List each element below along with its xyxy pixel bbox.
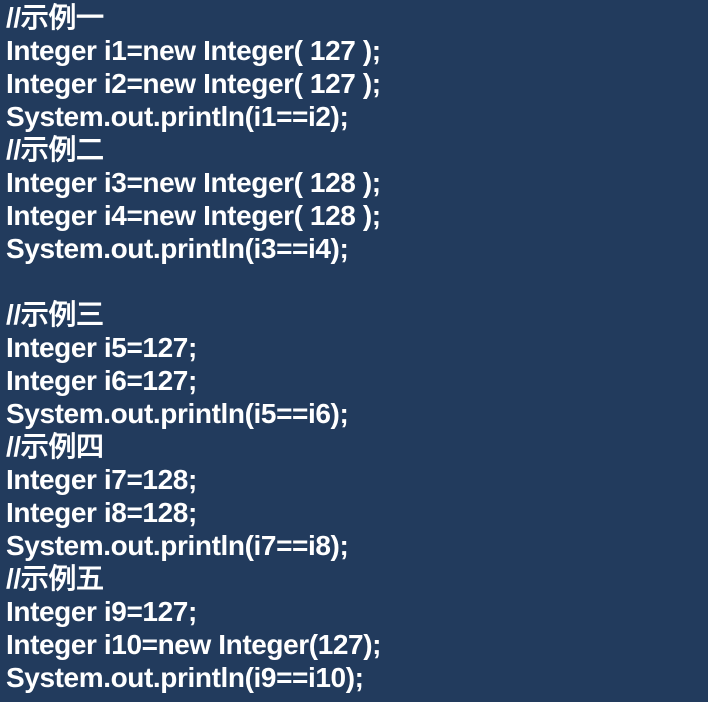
code-line-println-i3-i4: System.out.println(i3==i4); (6, 233, 349, 264)
comment-example-1: //示例一 (6, 2, 104, 33)
comment-example-5: //示例五 (6, 563, 104, 594)
comment-example-2: //示例二 (6, 134, 104, 165)
code-line-i7-declaration: Integer i7=128; (6, 464, 197, 495)
code-line-println-i5-i6: System.out.println(i5==i6); (6, 398, 349, 429)
code-line-i8-declaration: Integer i8=128; (6, 497, 197, 528)
code-line-i4-declaration: Integer i4=new Integer( 128 ); (6, 200, 381, 231)
code-line-i9-declaration: Integer i9=127; (6, 596, 197, 627)
code-line-i1-declaration: Integer i1=new Integer( 127 ); (6, 35, 381, 66)
code-line-i10-declaration: Integer i10=new Integer(127); (6, 629, 382, 660)
comment-example-3: //示例三 (6, 299, 104, 330)
code-line-println-i1-i2: System.out.println(i1==i2); (6, 101, 349, 132)
code-line-println-i7-i8: System.out.println(i7==i8); (6, 530, 349, 561)
code-line-println-i9-i10: System.out.println(i9==i10); (6, 662, 364, 693)
code-line-i3-declaration: Integer i3=new Integer( 128 ); (6, 167, 381, 198)
blank-line (6, 265, 708, 298)
code-line-i2-declaration: Integer i2=new Integer( 127 ); (6, 68, 381, 99)
comment-example-4: //示例四 (6, 431, 104, 462)
code-line-i6-declaration: Integer i6=127; (6, 365, 197, 396)
code-line-i5-declaration: Integer i5=127; (6, 332, 197, 363)
